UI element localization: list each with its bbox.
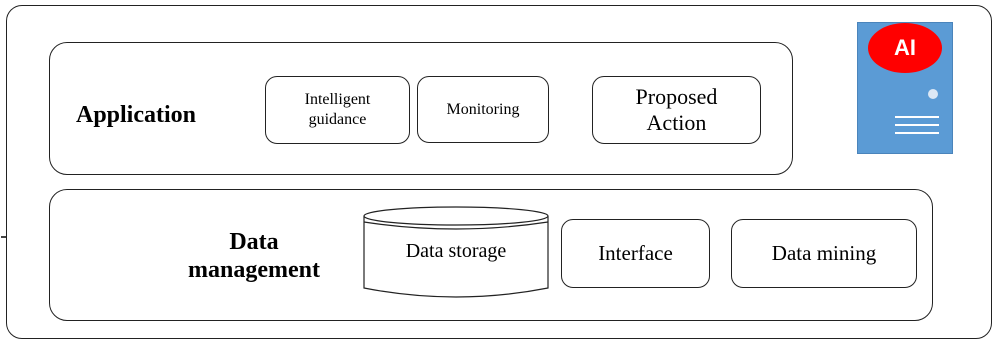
menu-line-3 [895,132,939,134]
application-layer-title: Application [75,102,197,128]
intelligent-guidance-module: Intelligent guidance [265,76,410,144]
status-dot-icon [928,89,938,99]
data-mining-module: Data mining [731,219,917,288]
menu-line-2 [895,124,939,126]
interface-module: Interface [561,219,710,288]
proposed-action-line-2: Action [646,110,707,135]
data-storage-label: Data storage [405,240,507,262]
interface-label: Interface [598,241,673,265]
data-storage-cylinder-icon [363,206,549,298]
monitoring-label: Monitoring [446,100,520,118]
data-management-title-line-2: management [188,257,320,283]
outer-frame [6,5,992,339]
proposed-action-module: Proposed Action [592,76,761,144]
intelligent-guidance-line-2: guidance [308,111,367,128]
data-management-layer-title: Data management [176,228,332,284]
edge-tick-mark [1,236,6,238]
menu-line-1 [895,116,939,118]
proposed-action-line-1: Proposed [635,84,718,109]
ai-badge-text: AI [894,35,916,60]
intelligent-guidance-line-1: Intelligent [304,91,371,108]
monitoring-module: Monitoring [417,76,549,143]
ai-badge: AI [868,23,942,73]
data-mining-label: Data mining [771,241,877,265]
data-management-title-line-1: Data [229,229,279,255]
